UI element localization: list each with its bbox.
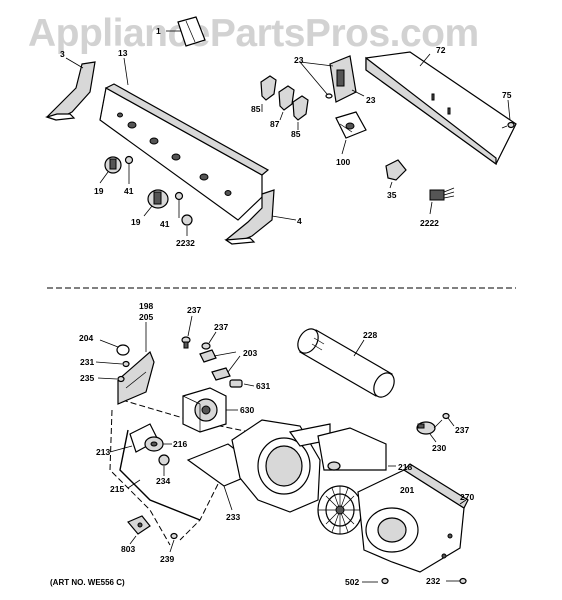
callout-100: 100 (336, 157, 350, 167)
callout-35: 35 (387, 190, 397, 200)
part-19-knob-b (143, 189, 169, 217)
part-75-screw (501, 99, 515, 129)
blower-housing (231, 419, 331, 513)
part-13-backsplash (99, 57, 270, 221)
callout-237-c: 237 (455, 425, 469, 435)
callout-2222: 2222 (420, 218, 439, 228)
part-218-duct (317, 427, 396, 471)
callout-230: 230 (432, 443, 446, 453)
part-41-button-b (174, 191, 184, 218)
callout-234: 234 (156, 476, 170, 486)
callout-41-b: 41 (160, 219, 170, 229)
watermark-text: AppliancePartsPros.com (28, 12, 479, 55)
callout-198: 198 (139, 301, 153, 311)
part-231-screw (95, 360, 130, 368)
callout-213: 213 (96, 447, 110, 457)
part-203-clip-a (199, 349, 237, 363)
callout-239: 239 (160, 554, 174, 564)
callout-631: 631 (256, 381, 270, 391)
callout-216: 216 (173, 439, 187, 449)
callout-2232: 2232 (176, 238, 195, 248)
part-631-capacitor (229, 379, 255, 388)
callout-215: 215 (110, 484, 124, 494)
part-1-drawing (166, 16, 206, 47)
part-100-timer (335, 111, 367, 155)
part-205-bracket (117, 322, 155, 405)
part-204-clip (99, 339, 130, 356)
part-23-bracket (299, 55, 365, 103)
part-85-switch-b (292, 95, 309, 130)
callout-232: 232 (426, 576, 440, 586)
callout-72: 72 (436, 45, 446, 55)
callout-85-b: 85 (291, 129, 301, 139)
part-234-spring (158, 454, 170, 476)
part-201-blower-wheel (317, 485, 397, 535)
callout-630: 630 (240, 405, 254, 415)
part-235-screw (97, 375, 125, 383)
part-502-screw (362, 577, 389, 585)
part-232-screw (446, 577, 467, 585)
part-803-bracket (127, 515, 151, 545)
part-230-thermostat (416, 419, 443, 443)
part-2232-plug (181, 214, 193, 236)
callout-205: 205 (139, 312, 153, 322)
callout-233: 233 (226, 512, 240, 522)
part-215-belt (119, 429, 201, 521)
part-4-end-cap (224, 189, 297, 245)
callout-218: 218 (398, 462, 412, 472)
callout-85-a: 85 (251, 104, 261, 114)
part-19-knob-a (99, 156, 122, 184)
guide-line-b (109, 409, 171, 546)
callout-19-a: 19 (94, 186, 104, 196)
part-239-screw (169, 532, 178, 553)
callout-235: 235 (80, 373, 94, 383)
part-85-switch-a (260, 75, 277, 112)
callout-203: 203 (243, 348, 257, 358)
part-72-rear-panel (365, 51, 517, 166)
callout-41-a: 41 (124, 186, 134, 196)
callout-87: 87 (270, 119, 280, 129)
part-237-screw-a (181, 315, 193, 349)
callout-75: 75 (502, 90, 512, 100)
callout-23-top: 23 (294, 55, 304, 65)
callout-13: 13 (118, 48, 128, 58)
callout-labels: 1 13 3 23 23 72 75 85 87 85 100 35 2222 … (60, 26, 512, 587)
callout-803: 803 (121, 544, 135, 554)
callout-502: 502 (345, 577, 359, 587)
part-2222-connector (429, 187, 455, 215)
part-630-motor (182, 387, 238, 433)
callout-4: 4 (297, 216, 302, 226)
part-35-clip (385, 159, 407, 189)
part-87-switch (278, 85, 295, 121)
part-228-exhaust-duct (297, 328, 395, 398)
callout-3: 3 (60, 49, 65, 59)
callout-201: 201 (400, 485, 414, 495)
part-270-blower-cover (357, 463, 469, 573)
callout-228: 228 (363, 330, 377, 340)
art-number: (ART NO. WE556 C) (50, 578, 125, 587)
callout-204: 204 (79, 333, 93, 343)
callout-237-b: 237 (214, 322, 228, 332)
callout-23-side: 23 (366, 95, 376, 105)
part-237-screw-b (201, 331, 217, 350)
callout-19-b: 19 (131, 217, 141, 227)
callout-237-a: 237 (187, 305, 201, 315)
part-3-end-cap (45, 57, 96, 121)
callout-231: 231 (80, 357, 94, 367)
part-41-button-a (124, 155, 134, 184)
part-216-pulley (144, 436, 172, 452)
callout-270: 270 (460, 492, 474, 502)
part-203-clip-b (211, 355, 241, 381)
part-237-screw-c (442, 412, 455, 427)
callout-1: 1 (156, 26, 161, 36)
